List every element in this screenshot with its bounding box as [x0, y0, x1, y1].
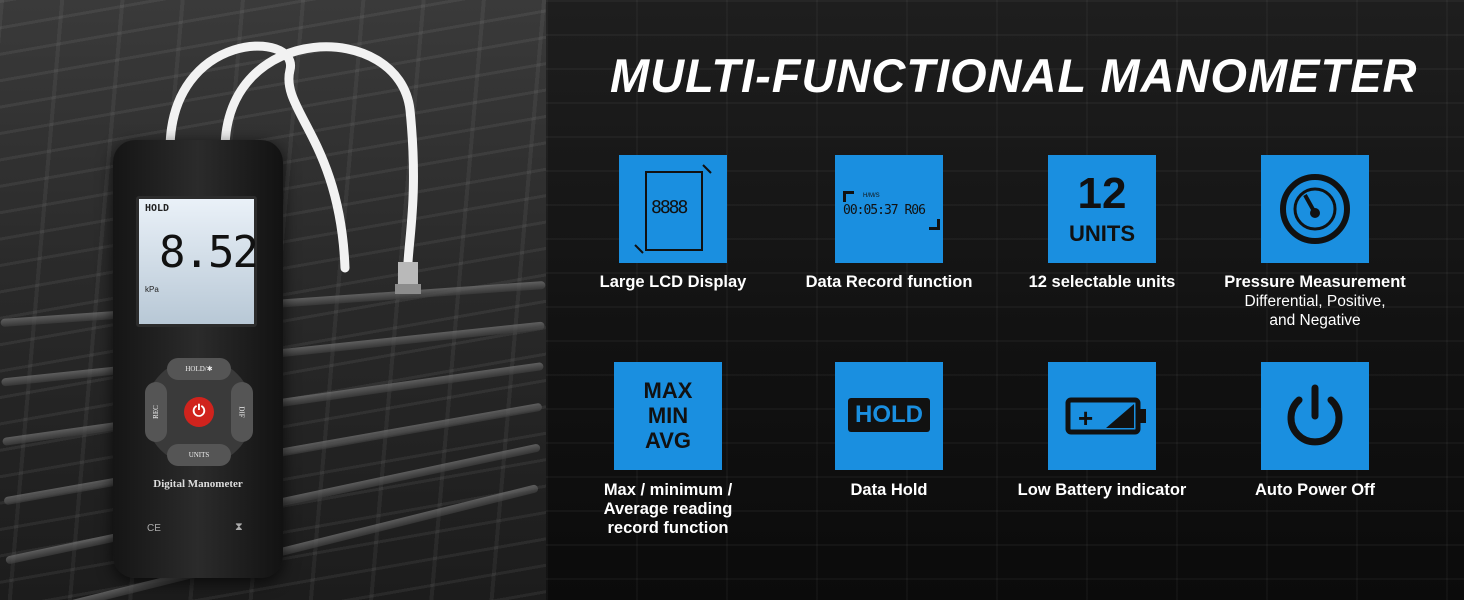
features-panel: [546, 0, 1464, 600]
feature-label: Data Record function: [805, 273, 973, 291]
feature-label: Data Hold: [850, 481, 928, 499]
feature-data-record: H/M/S 00:05:37 R06 Data Record function: [784, 155, 994, 292]
feature-sublabel: Differential, Positive, and Negative: [1244, 293, 1386, 329]
feature-auto-power-off: Auto Power Off: [1210, 362, 1420, 500]
feature-large-lcd: 8888 Large LCD Display: [568, 155, 778, 292]
lcd-hold-indicator: HOLD: [145, 203, 170, 214]
feature-label: Max / minimum / Average reading record f…: [603, 481, 733, 537]
feature-label: Auto Power Off: [1254, 481, 1376, 499]
gauge-icon: [1261, 155, 1369, 263]
feature-max-min-avg: MAX MIN AVG Max / minimum / Average read…: [563, 362, 773, 538]
hold-key: HOLD/✱: [167, 358, 231, 380]
feature-label: Large LCD Display: [599, 273, 747, 291]
device-brand: Digital Manometer: [153, 478, 243, 490]
battery-icon: +: [1048, 362, 1156, 470]
feature-units: 12 UNITS 12 selectable units: [997, 155, 1207, 292]
hose-icon: [165, 41, 421, 294]
power-icon: [1261, 362, 1369, 470]
units-icon: 12 UNITS: [1048, 155, 1156, 263]
feature-pressure: Pressure Measurement Differential, Posit…: [1210, 155, 1420, 330]
data-record-icon: H/M/S 00:05:37 R06: [835, 155, 943, 263]
weee-bin-icon: ⧗: [235, 521, 243, 533]
feature-label: 12 selectable units: [1028, 273, 1176, 291]
lcd-reading: 8.52: [159, 227, 259, 278]
power-button-icon: ⏻: [184, 397, 214, 427]
rec-key: REC: [145, 382, 167, 442]
lcd-unit: kPa: [145, 285, 159, 294]
feature-label: Pressure Measurement: [1224, 273, 1406, 291]
button-pad: HOLD/✱ REC DIF UNITS ⏻: [145, 358, 253, 466]
max-min-avg-icon: MAX MIN AVG: [614, 362, 722, 470]
ce-mark: CE: [147, 523, 161, 534]
digital-manometer-device: HOLD 8.52 kPa HOLD/✱ REC DIF UNITS ⏻ Dig…: [113, 140, 283, 578]
product-photo: HOLD 8.52 kPa HOLD/✱ REC DIF UNITS ⏻ Dig…: [0, 0, 546, 600]
hold-icon: HOLD: [835, 362, 943, 470]
units-key: UNITS: [167, 444, 231, 466]
feature-label: Low Battery indicator: [1017, 481, 1187, 499]
dif-key: DIF: [231, 382, 253, 442]
lcd-display-icon: 8888: [619, 155, 727, 263]
page-title: MULTI-FUNCTIONAL MANOMETER: [610, 49, 1418, 102]
device-lcd: HOLD 8.52 kPa: [136, 196, 259, 327]
feature-data-hold: HOLD Data Hold: [784, 362, 994, 500]
feature-low-battery: + Low Battery indicator: [997, 362, 1207, 500]
